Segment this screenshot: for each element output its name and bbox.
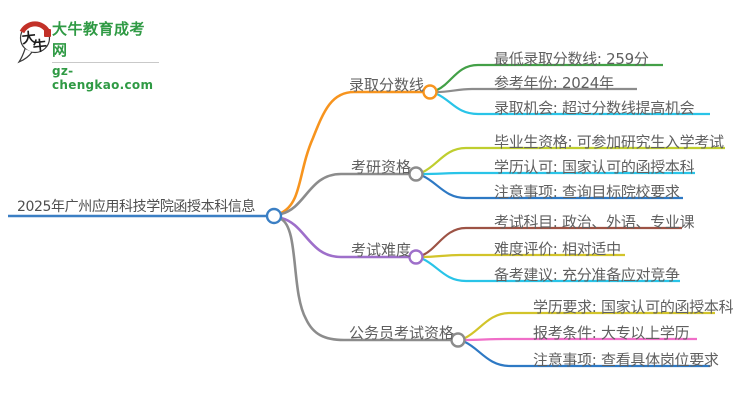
site-name: 大牛教育成考网: [52, 20, 146, 59]
leaf-curve-difficulty-rating: [422, 253, 625, 259]
branch-curve-civil-service: [280, 217, 451, 342]
site-url: gz-chengkao.com: [52, 64, 154, 92]
leaf-label-min-score: 最低录取分数线: 259分: [494, 50, 649, 68]
leaf-curve-degree-requirement: [464, 311, 715, 339]
root-node-label: 2025年广州应用科技学院函授本科信息: [16, 199, 256, 215]
leaf-label-admission-chance: 录取机会: 超过分数线提高机会: [494, 99, 695, 117]
leaf-label-apply-condition: 报考条件: 大专以上学历: [533, 324, 690, 342]
leaf-curve-prep-advice: [422, 258, 680, 283]
logo-char-da: 大: [21, 29, 37, 47]
leaf-curve-postgrad-note: [422, 175, 683, 200]
branch-label-admission-score: 录取分数线: [349, 76, 425, 94]
branch-label-exam-difficulty: 考试难度: [351, 241, 412, 259]
branch-label-civil-service: 公务员考试资格: [349, 324, 455, 342]
branch-node-circle-exam-difficulty: [408, 249, 424, 265]
leaf-label-ref-year: 参考年份: 2024年: [494, 74, 614, 92]
leaf-curve-civil-service-note: [464, 341, 710, 368]
logo-char-niu: 牛: [32, 37, 48, 55]
red-seal: [44, 29, 51, 37]
leaf-curve-min-score: [436, 63, 663, 91]
leaf-curve-admission-chance: [436, 93, 710, 116]
leaf-curve-ref-year: [436, 87, 637, 94]
branch-curve-postgrad-eligibility: [280, 172, 409, 216]
leaf-label-prep-advice: 备考建议: 充分准备应对竞争: [494, 266, 680, 284]
branch-curve-admission-score: [280, 90, 423, 215]
leaf-label-civil-service-note: 注意事项: 查看具体岗位要求: [533, 351, 719, 369]
leaf-label-graduate-qualification: 毕业生资格: 可参加研究生入学考试: [494, 133, 724, 151]
leaf-label-difficulty-rating: 难度评价: 相对适中: [494, 240, 621, 258]
leaf-label-exam-subjects: 考试科目: 政治、外语、专业课: [494, 213, 695, 231]
root-node-circle: [265, 207, 283, 225]
branch-curve-exam-difficulty: [280, 216, 409, 259]
leaf-curve-degree-recognition: [422, 171, 695, 176]
leaf-label-postgrad-note: 注意事项: 查询目标院校要求: [494, 183, 680, 201]
leaf-curve-graduate-qualification: [422, 146, 725, 173]
branch-label-postgrad-eligibility: 考研资格: [351, 158, 412, 176]
branch-node-circle-postgrad-eligibility: [408, 166, 424, 182]
branch-node-circle-admission-score: [422, 84, 438, 100]
bull-speech-bubble-icon: 大 牛: [17, 21, 51, 64]
logo-divider: [52, 62, 159, 63]
leaf-curve-apply-condition: [464, 337, 697, 342]
branch-node-circle-civil-service: [450, 332, 466, 348]
leaf-curve-exam-subjects: [422, 226, 682, 256]
leaf-label-degree-requirement: 学历要求: 国家认可的函授本科: [533, 298, 734, 316]
leaf-label-degree-recognition: 学历认可: 国家认可的函授本科: [494, 158, 695, 176]
